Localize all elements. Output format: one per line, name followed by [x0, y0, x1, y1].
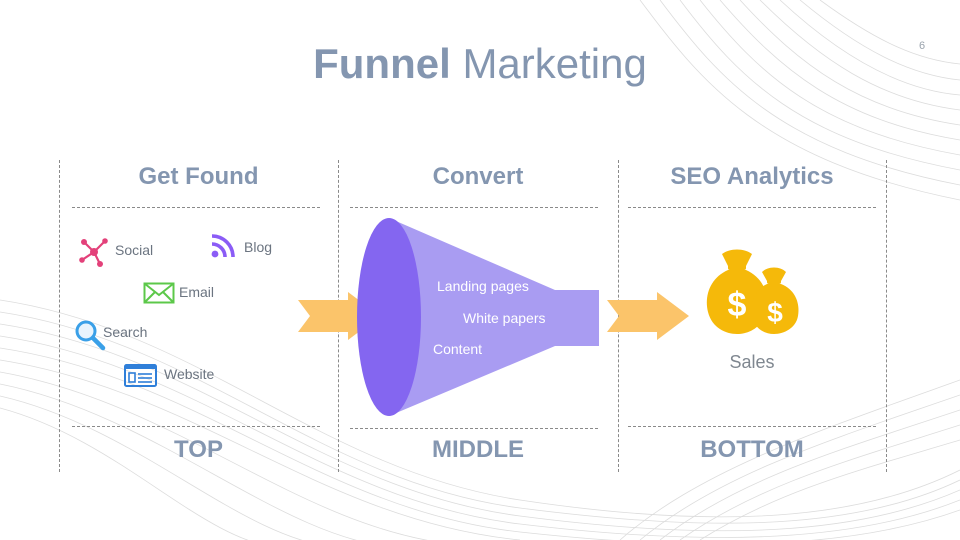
svg-text:$: $: [728, 286, 747, 324]
magnifier-icon: [75, 320, 106, 351]
browser-window-icon: [124, 364, 157, 387]
col2-top-rule: [350, 207, 598, 208]
funnel-item-landing-pages: Landing pages: [437, 278, 529, 294]
divider-right: [886, 160, 887, 472]
envelope-icon: [143, 282, 175, 304]
channel-website-label: Website: [164, 366, 215, 382]
sales-label: Sales: [729, 352, 775, 372]
divider-left: [59, 160, 60, 472]
page-number: 6: [919, 40, 926, 52]
col1-top-rule: [72, 207, 320, 208]
col3-bottom-rule: [628, 426, 876, 427]
funnel-item-white-papers: White papers: [463, 310, 546, 326]
column-footer-middle: MIDDLE: [432, 436, 524, 463]
network-icon: [79, 238, 108, 267]
channel-social-label: Social: [115, 242, 154, 258]
col1-bottom-rule: [72, 426, 320, 427]
column-header-seo-analytics: SEO Analytics: [670, 163, 834, 190]
divider-mid-right: [618, 160, 619, 472]
arrow-to-sales: [607, 292, 689, 340]
column-footer-bottom: BOTTOM: [700, 436, 804, 463]
channel-blog-label: Blog: [244, 239, 273, 255]
col3-top-rule: [628, 207, 876, 208]
channel-search-label: Search: [103, 324, 148, 340]
funnel-item-content: Content: [433, 341, 483, 357]
svg-text:$: $: [767, 297, 783, 328]
col2-bottom-rule: [350, 428, 598, 429]
channel-email-label: Email: [179, 284, 215, 300]
column-header-get-found: Get Found: [138, 163, 259, 190]
rss-icon: [211, 234, 235, 258]
funnel-shape: [357, 218, 599, 416]
slide-title: Funnel Marketing: [0, 40, 960, 88]
title-bold-word: Funnel: [313, 40, 451, 87]
column-footer-top: TOP: [174, 436, 223, 463]
money-bags-icon: $ $: [706, 249, 799, 334]
column-header-convert: Convert: [432, 163, 524, 190]
title-rest: Marketing: [450, 40, 647, 87]
